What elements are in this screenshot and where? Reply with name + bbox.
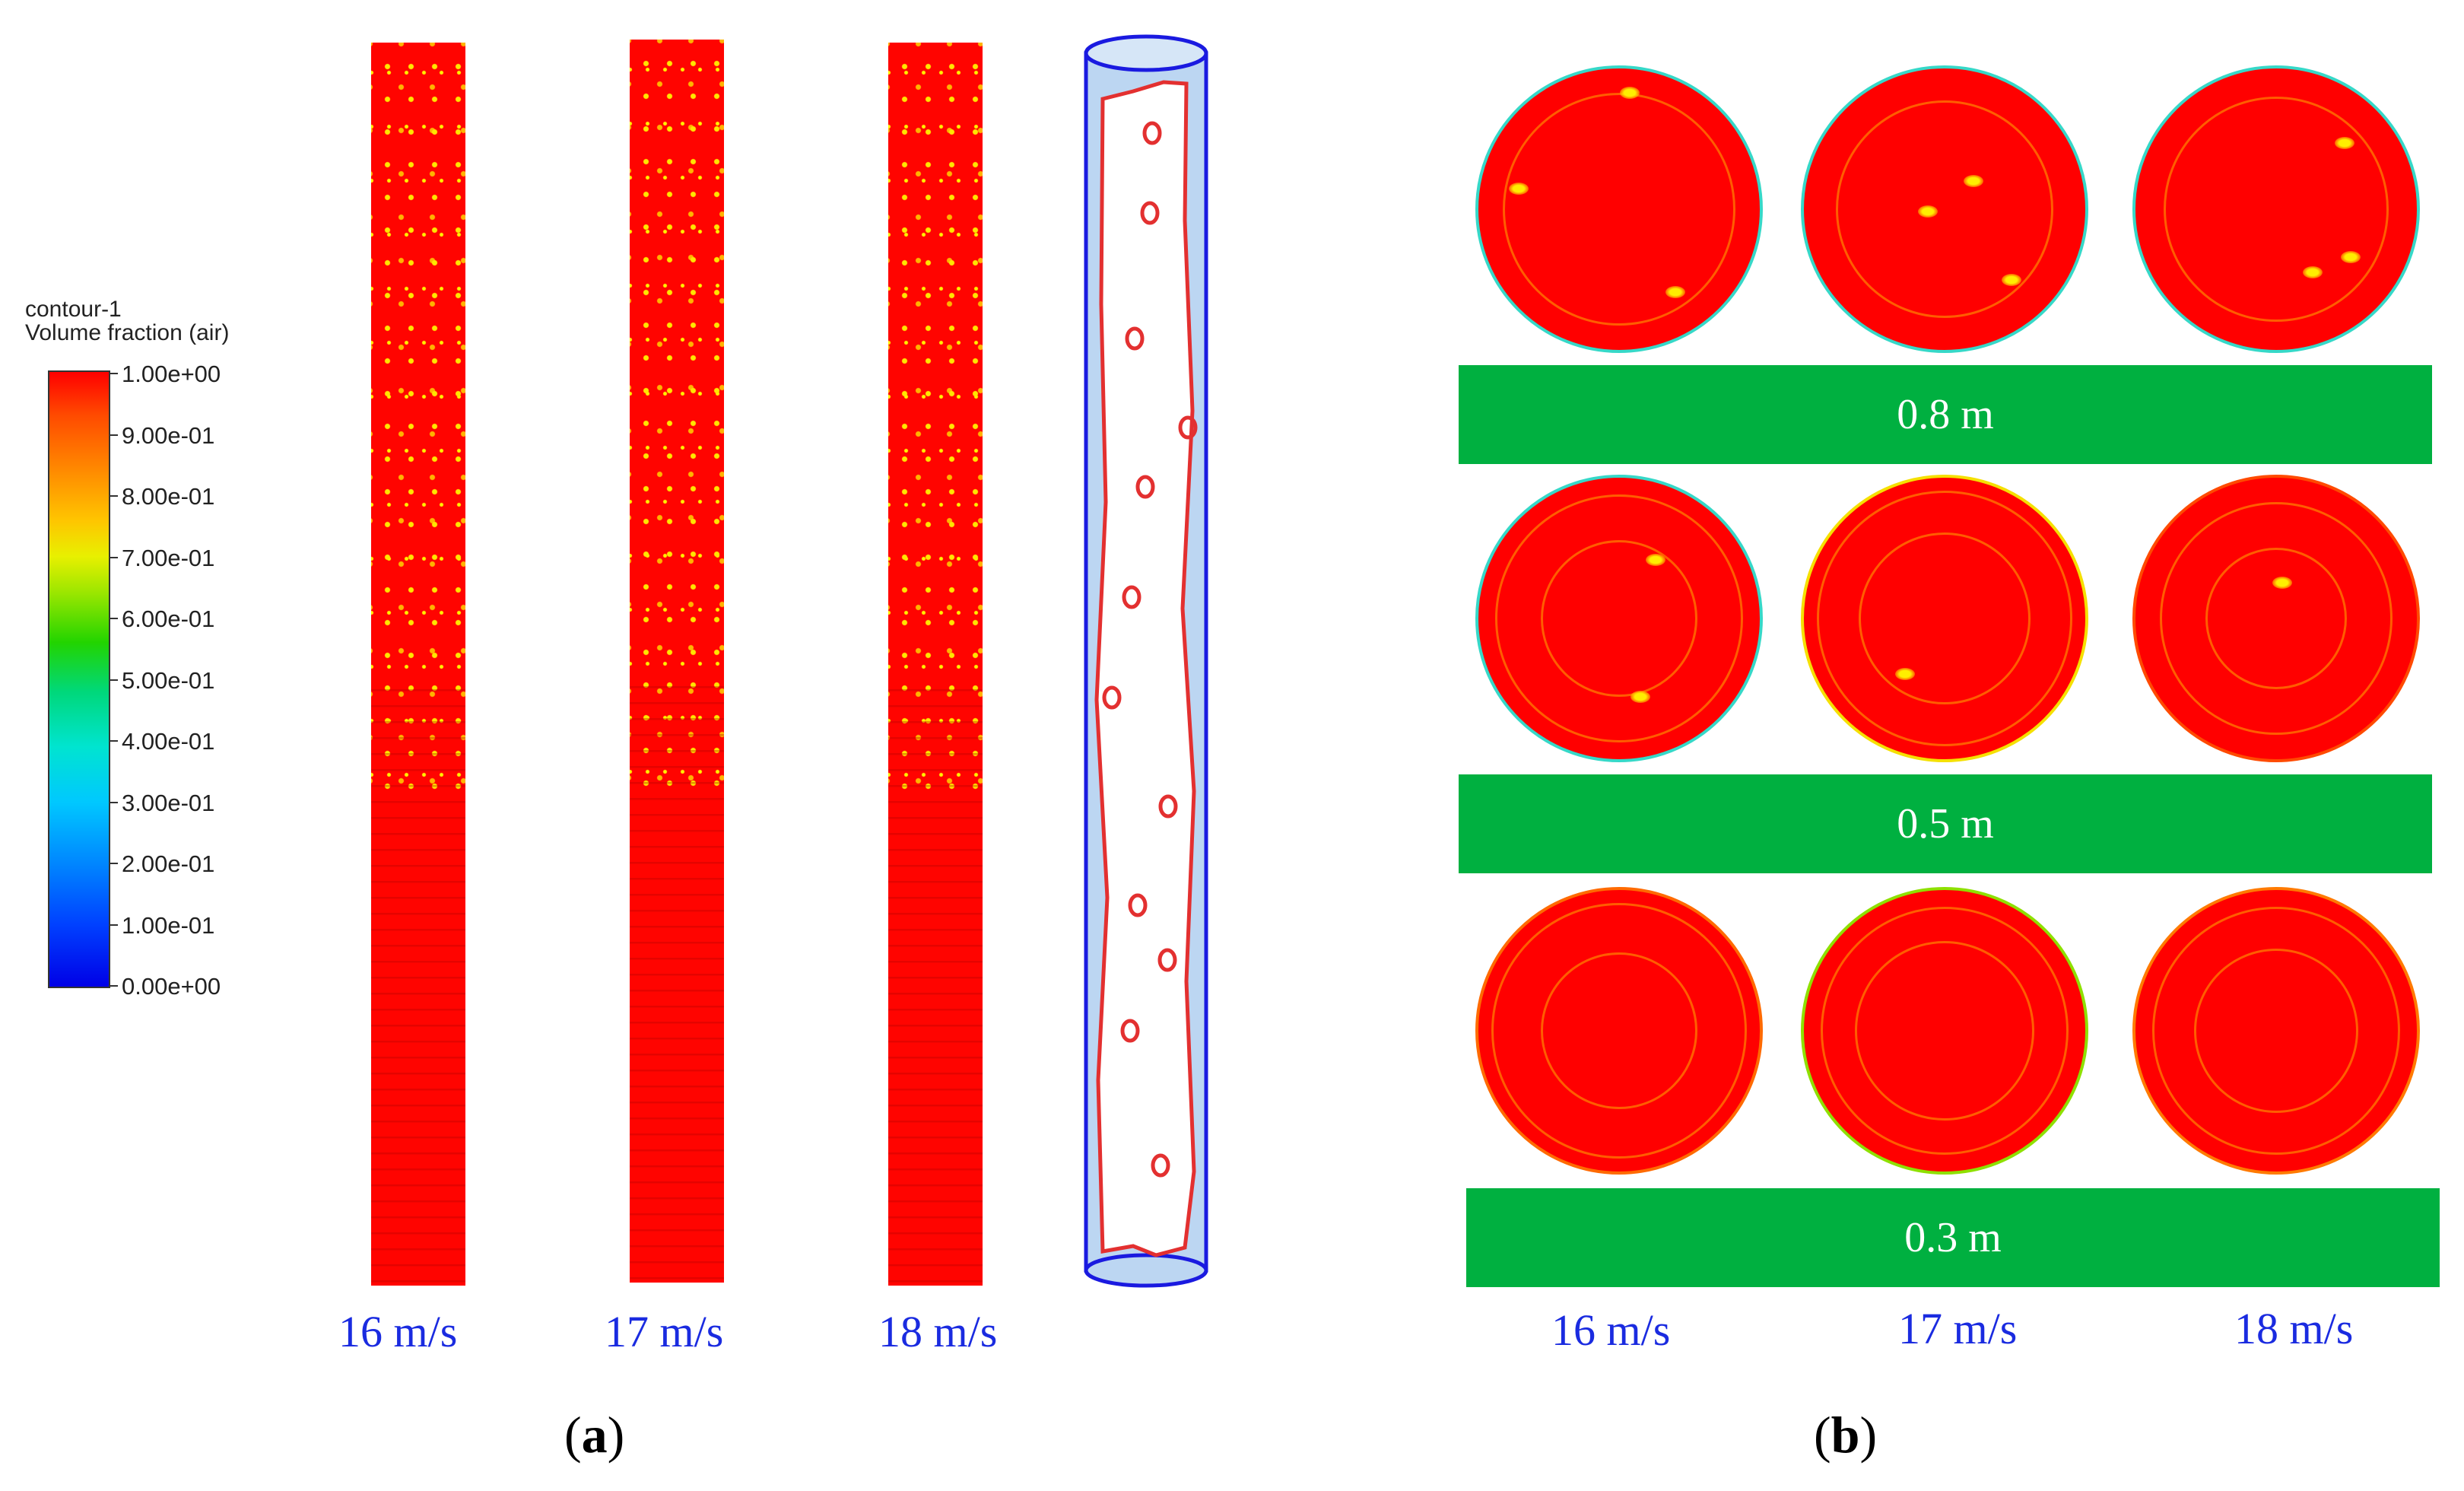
height-bar-0.5m: 0.5 m (1459, 774, 2432, 873)
colorbar-tick-label: 4.00e-01 (122, 728, 215, 755)
pipe-top-rim (1084, 34, 1208, 72)
height-label-0.8m: 0.8 m (1897, 391, 1994, 438)
colorbar-tick-mark (110, 924, 118, 926)
colorbar-tick-label: 5.00e-01 (122, 666, 215, 694)
colorbar-tick-label: 0.00e+00 (122, 973, 221, 1000)
cross-section-velocity-17: 17 m/s (1898, 1304, 2018, 1353)
legend-subtitle: Volume fraction (air) (25, 320, 230, 345)
cross-section-velocity-16: 16 m/s (1551, 1305, 1671, 1355)
colorbar-tick-label: 9.00e-01 (122, 421, 215, 449)
cross-section-0.3m-16 (1475, 887, 1763, 1175)
colorbar-tick-label: 7.00e-01 (122, 544, 215, 571)
bubble-field (371, 43, 465, 814)
cross-section-0.5m-16 (1475, 475, 1763, 762)
velocity-label-18: 18 m/s (878, 1307, 998, 1356)
height-label-0.3m: 0.3 m (1904, 1214, 2002, 1261)
velocity-label-17: 17 m/s (605, 1307, 724, 1356)
cross-section-0.3m-17 (1801, 887, 2088, 1175)
cross-section-0.8m-16 (1475, 65, 1763, 353)
colorbar-tick-mark (110, 556, 118, 558)
panel-b-label: (b) (1814, 1406, 1878, 1464)
colorbar-tick-mark (110, 434, 118, 436)
wave-field (888, 688, 983, 1286)
colorbar-tick-mark (110, 801, 118, 803)
legend-title: contour-1 (25, 297, 122, 322)
colorbar-tick-mark (110, 863, 118, 864)
bubble-field (888, 43, 983, 814)
colorbar-tick-label: 6.00e-01 (122, 606, 215, 632)
cross-section-velocity-18: 18 m/s (2234, 1304, 2354, 1353)
colorbar-tick-label: 1.00e-01 (122, 911, 215, 939)
colorbar-tick-label: 2.00e-01 (122, 850, 215, 877)
volume-fraction-column-17 (630, 40, 724, 1283)
colorbar-tick-mark (110, 618, 118, 619)
wave-field (630, 685, 724, 1283)
cross-section-0.8m-17 (1801, 65, 2088, 353)
colorbar-tick-label: 3.00e-01 (122, 789, 215, 816)
cross-section-0.8m-18 (2132, 65, 2420, 353)
bubble-field (630, 40, 724, 811)
colorbar-tick-label: 8.00e-01 (122, 483, 215, 510)
height-bar-0.3m: 0.3 m (1466, 1188, 2440, 1287)
height-label-0.5m: 0.5 m (1897, 800, 1994, 847)
colorbar-tick-mark (110, 679, 118, 681)
liquid-core (1094, 80, 1196, 1257)
pipe-bottom-rim (1084, 1253, 1208, 1288)
colorbar-tick-mark (110, 373, 118, 374)
colorbar-tick-mark (110, 740, 118, 742)
cross-section-0.5m-17 (1801, 475, 2088, 762)
volume-fraction-column-16 (371, 43, 465, 1286)
colorbar-tick-mark (110, 985, 118, 987)
colorbar-tick-mark (110, 495, 118, 497)
colorbar-tick-label: 1.00e+00 (122, 361, 221, 387)
velocity-label-16: 16 m/s (338, 1307, 458, 1356)
pipe-schematic (1084, 34, 1208, 1288)
cross-section-0.3m-18 (2132, 887, 2420, 1175)
cross-section-0.5m-18 (2132, 475, 2420, 762)
panel-a-label: (a) (564, 1406, 625, 1464)
colorbar (48, 370, 110, 988)
volume-fraction-column-18 (888, 43, 983, 1286)
wave-field (371, 688, 465, 1286)
droplets (1102, 121, 1198, 1178)
height-bar-0.8m: 0.8 m (1459, 365, 2432, 464)
